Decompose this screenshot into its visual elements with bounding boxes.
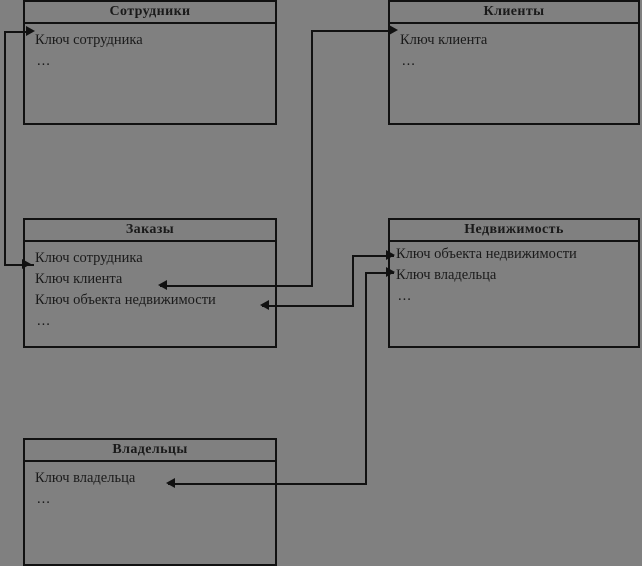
entity-title-clients: Клиенты [483, 4, 545, 19]
attribute-row: Ключ сотрудника [35, 32, 143, 48]
arrowhead-orders-employee-key [22, 259, 31, 269]
entity-header-orders: Заказы [25, 220, 275, 242]
entity-box-employees[interactable]: Сотрудники Ключ сотрудника ... [23, 0, 277, 125]
entity-box-realty[interactable]: Недвижимость Ключ объекта недвижимости К… [388, 218, 640, 348]
attribute-row: Ключ объекта недвижимости [35, 292, 216, 308]
arrowhead-employees-key [26, 26, 35, 36]
connector-realty-owners-vertical [365, 272, 367, 485]
entity-header-employees: Сотрудники [25, 2, 275, 24]
entity-header-owners: Владельцы [25, 440, 275, 462]
arrowhead-realty-owner-key [386, 267, 395, 277]
entity-header-realty: Недвижимость [390, 220, 638, 242]
connector-realty-owners-bottom-segment [168, 483, 367, 485]
arrowhead-orders-client-key [158, 280, 167, 290]
attribute-row: Ключ клиента [35, 271, 123, 287]
attribute-row-ellipsis: ... [402, 53, 416, 69]
arrowhead-orders-object-key [260, 300, 269, 310]
attribute-row-ellipsis: ... [398, 288, 412, 304]
attribute-row-ellipsis: ... [37, 491, 51, 507]
entity-body-employees: Ключ сотрудника ... [25, 24, 275, 72]
attribute-row-ellipsis: ... [37, 53, 51, 69]
arrowhead-clients-key [389, 25, 398, 35]
arrowhead-realty-object-key [386, 250, 395, 260]
connector-realty-owners-top-segment [365, 272, 394, 274]
connector-realty-orders-bottom-segment [262, 305, 354, 307]
attribute-row: Ключ владельца [396, 267, 497, 283]
connector-clients-orders-bottom-segment [160, 285, 313, 287]
entity-title-orders: Заказы [125, 222, 175, 237]
connector-orders-employees-vertical [4, 31, 6, 266]
connector-orders-employees-bottom-segment [4, 264, 34, 266]
entity-box-clients[interactable]: Клиенты Ключ клиента ... [388, 0, 640, 125]
connector-clients-orders-top-segment [311, 30, 394, 32]
entity-title-owners: Владельцы [112, 442, 188, 457]
entity-title-realty: Недвижимость [464, 222, 564, 237]
entity-header-clients: Клиенты [390, 2, 638, 24]
entity-title-employees: Сотрудники [109, 4, 191, 19]
entity-body-owners: Ключ владельца ... [25, 462, 275, 510]
attribute-row: Ключ объекта недвижимости [396, 246, 577, 262]
entity-body-realty: Ключ объекта недвижимости Ключ владельца… [390, 242, 638, 307]
entity-body-orders: Ключ сотрудника Ключ клиента Ключ объект… [25, 242, 275, 332]
attribute-row-ellipsis: ... [37, 313, 51, 329]
arrowhead-owners-key [166, 478, 175, 488]
connector-clients-orders-vertical [311, 30, 313, 285]
attribute-row: Ключ сотрудника [35, 250, 143, 266]
entity-box-orders[interactable]: Заказы Ключ сотрудника Ключ клиента Ключ… [23, 218, 277, 348]
entity-body-clients: Ключ клиента ... [390, 24, 638, 72]
entity-box-owners[interactable]: Владельцы Ключ владельца ... [23, 438, 277, 566]
attribute-row: Ключ клиента [400, 32, 488, 48]
connector-orders-employees-top-segment [4, 31, 30, 33]
attribute-row: Ключ владельца [35, 470, 136, 486]
connector-realty-orders-top-segment [352, 255, 394, 257]
connector-realty-orders-vertical [352, 255, 354, 307]
